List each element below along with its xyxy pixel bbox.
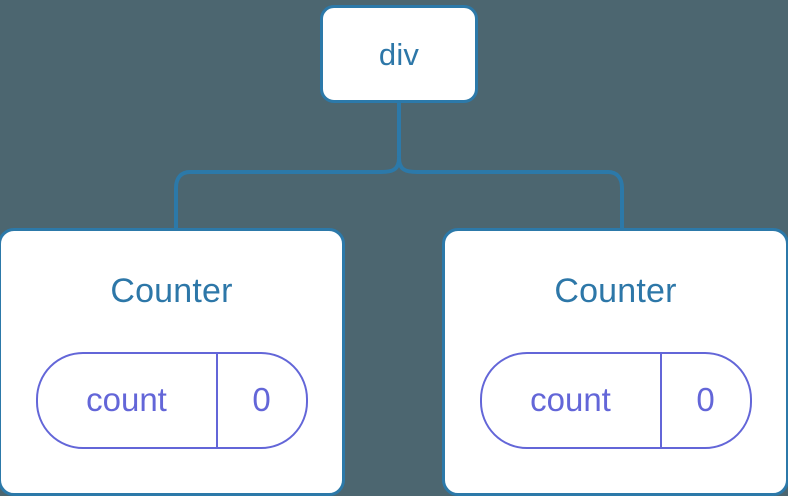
connector-to-counter-left <box>174 156 401 232</box>
state-pill-counter-right: count 0 <box>479 352 752 449</box>
state-key-count-left: count <box>86 381 167 418</box>
state-key-count-right: count <box>530 381 611 418</box>
state-value-count-left: 0 <box>215 354 306 447</box>
node-div[interactable]: div <box>320 5 478 103</box>
state-value-count-right: 0 <box>659 354 750 447</box>
node-counter-left-label: Counter <box>110 272 233 310</box>
node-div-label: div <box>378 36 420 72</box>
node-counter-right[interactable]: Counter count 0 <box>442 228 788 496</box>
node-counter-left[interactable]: Counter count 0 <box>0 228 345 496</box>
state-pill-counter-left: count 0 <box>35 352 308 449</box>
connector-to-counter-right <box>397 156 624 232</box>
node-counter-right-label: Counter <box>554 272 677 310</box>
